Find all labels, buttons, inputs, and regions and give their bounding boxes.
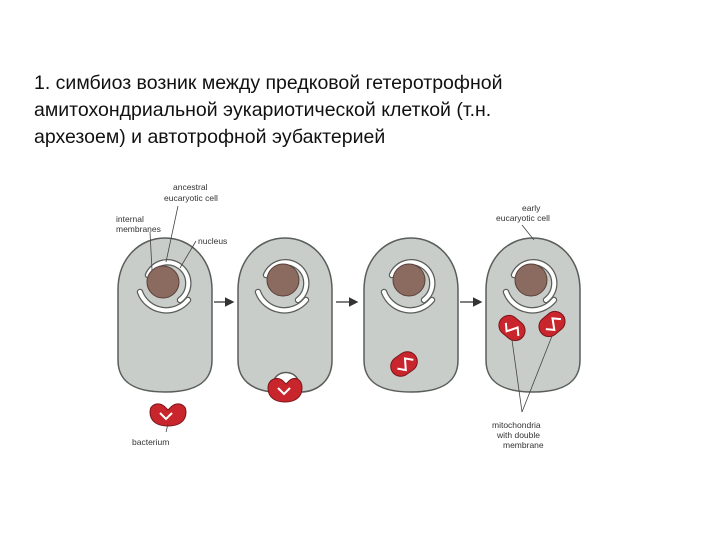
slide-text: 1. симбиоз возник между предковой гетеро… — [34, 70, 694, 151]
label-internal-2: membranes — [116, 224, 161, 234]
label-internal-1: internal — [116, 214, 144, 224]
internal-membranes — [254, 259, 310, 314]
label-bacterium: bacterium — [132, 437, 169, 447]
text-line-3: архезоем) и автотрофной эубактерией — [34, 126, 386, 148]
leader-lines — [149, 205, 553, 433]
nucleus — [266, 263, 300, 297]
cell-with-endosymbiont — [363, 237, 459, 393]
mitochondrion-left — [498, 314, 526, 342]
bacterium — [149, 403, 187, 427]
label-nucleus: nucleus — [198, 236, 227, 246]
text-line-1: 1. симбиоз возник между предковой гетеро… — [34, 72, 503, 94]
internal-membranes — [502, 259, 558, 314]
nucleus — [146, 265, 180, 299]
ancestral-cell — [117, 237, 213, 393]
label-mito-2: with double — [496, 430, 540, 440]
mitochondrion-right — [538, 310, 566, 338]
label-ancestral-2: eucaryotic cell — [164, 193, 218, 203]
label-early-2: eucaryotic cell — [496, 213, 550, 223]
bacterium-being-engulfed — [267, 377, 303, 403]
label-mito-1: mitochondria — [492, 420, 541, 430]
label-ancestral-1: ancestral — [173, 182, 208, 192]
label-early-1: early — [522, 203, 541, 213]
label-mito-3: membrane — [503, 440, 544, 450]
internal-membranes — [380, 259, 436, 314]
internalized-bacterium — [390, 351, 418, 377]
text-line-2: амитохондриальной эукариотической клетко… — [34, 99, 492, 121]
internal-membranes — [136, 259, 192, 314]
early-eucaryotic-cell — [485, 237, 581, 393]
nucleus — [392, 263, 426, 297]
cell-engulfing — [237, 237, 333, 403]
nucleus — [514, 263, 548, 297]
